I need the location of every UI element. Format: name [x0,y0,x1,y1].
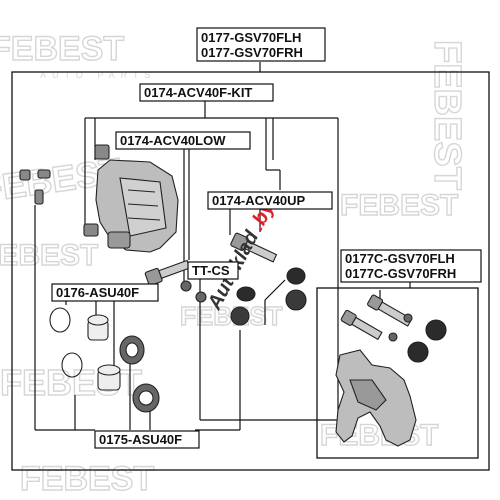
label-seal-kit: 0175-ASU40F [99,432,182,447]
label-piston-kit: 0176-ASU40F [56,285,139,300]
label-box-top [196,27,326,62]
label-box-support [340,249,482,283]
watermark-brand-right-mid: FEBEST [340,189,458,222]
label-box-ttcs [187,261,239,280]
label-box-up [207,191,333,210]
part-labels: 0177-GSV70FLH 0177-GSV70FRH 0174-ACV40F-… [51,27,482,449]
guide-pins [144,232,278,303]
outer-frame [11,71,490,471]
watermark-brand-bottom: FEBEST [20,460,154,498]
label-low: 0174-ACV40LOW [120,133,226,148]
label-top-lh: 0177-GSV70FLH [201,30,301,45]
label-support-rh: 0177C-GSV70FRH [345,266,456,281]
label-box-piston [51,283,159,302]
watermark-brand-top: FEBEST [0,30,124,68]
bleeder-parts [19,144,110,237]
watermark-brand-left-mid: FEBEST [0,239,98,272]
watermark-brand-right: FEBEST [426,40,468,190]
label-kit: 0174-ACV40F-KIT [144,85,252,100]
caliper-body [95,159,179,253]
support-frame [316,287,479,459]
watermark-brand-bottom-left: FEBEST [0,362,142,403]
label-up: 0174-ACV40UP [212,193,306,208]
label-box-seal [94,430,200,449]
support-parts [335,294,447,447]
label-box-kit [139,83,274,102]
rubber-boots [230,267,307,326]
label-top-rh: 0177-GSV70FRH [201,45,303,60]
label-support-lh: 0177C-GSV70FLH [345,251,455,266]
watermark-slogan-top: AUTO PARTS [40,70,157,80]
label-box-low [115,131,251,150]
pistons-and-seals [49,307,160,413]
label-ttcs: TT-CS [192,263,230,278]
